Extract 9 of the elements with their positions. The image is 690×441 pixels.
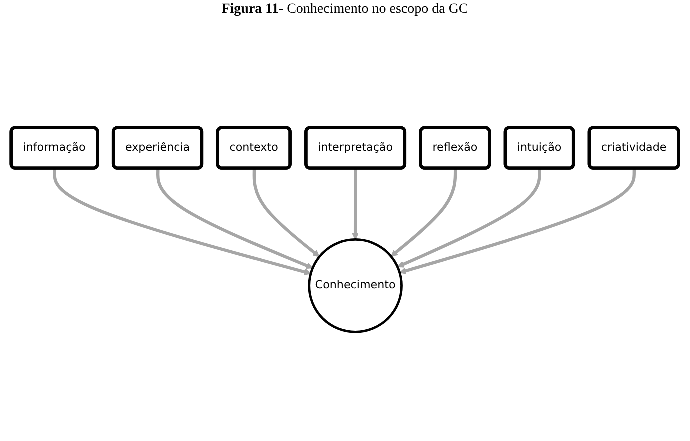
arrow	[252, 168, 320, 258]
arrow	[397, 168, 542, 268]
arrow	[400, 168, 636, 274]
arrow	[156, 168, 314, 270]
arrow	[53, 168, 312, 276]
arrow	[390, 168, 458, 257]
figure-title: Figura 11- Conhecimento no escopo da GC	[222, 2, 468, 18]
node-circle: Conhecimento	[308, 238, 403, 334]
arrow	[352, 168, 360, 240]
